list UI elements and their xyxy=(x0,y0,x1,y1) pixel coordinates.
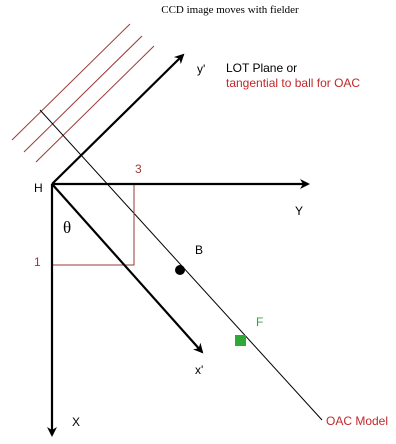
y-prime-axis-arrow xyxy=(51,53,185,185)
fielder-label: F xyxy=(256,315,263,329)
lot-plane-line-3 xyxy=(35,45,155,163)
oac-model-line xyxy=(39,109,323,421)
ball-label: B xyxy=(195,243,203,257)
lot-plane-line-1 xyxy=(11,23,131,141)
x-prime-label: x' xyxy=(195,363,203,377)
x-axis-label: X xyxy=(72,415,80,429)
three-label: 3 xyxy=(135,162,142,176)
y-prime-label: y' xyxy=(197,62,205,76)
theta-label: θ xyxy=(63,218,71,237)
one-label: 1 xyxy=(34,255,41,269)
lot-plane-label: LOT Plane or xyxy=(226,61,297,75)
ball-point xyxy=(175,265,185,275)
caption-text: CCD image moves with fielder xyxy=(161,4,299,16)
oac-model-label: OAC Model xyxy=(326,414,388,428)
lot-plane-line-2 xyxy=(23,35,143,153)
x-prime-axis-arrow xyxy=(51,183,204,354)
origin-label: H xyxy=(34,181,43,195)
fielder-marker xyxy=(235,335,246,346)
lot-plane-label-red: tangential to ball for OAC xyxy=(226,76,360,90)
y-axis-label: Y xyxy=(295,204,303,218)
